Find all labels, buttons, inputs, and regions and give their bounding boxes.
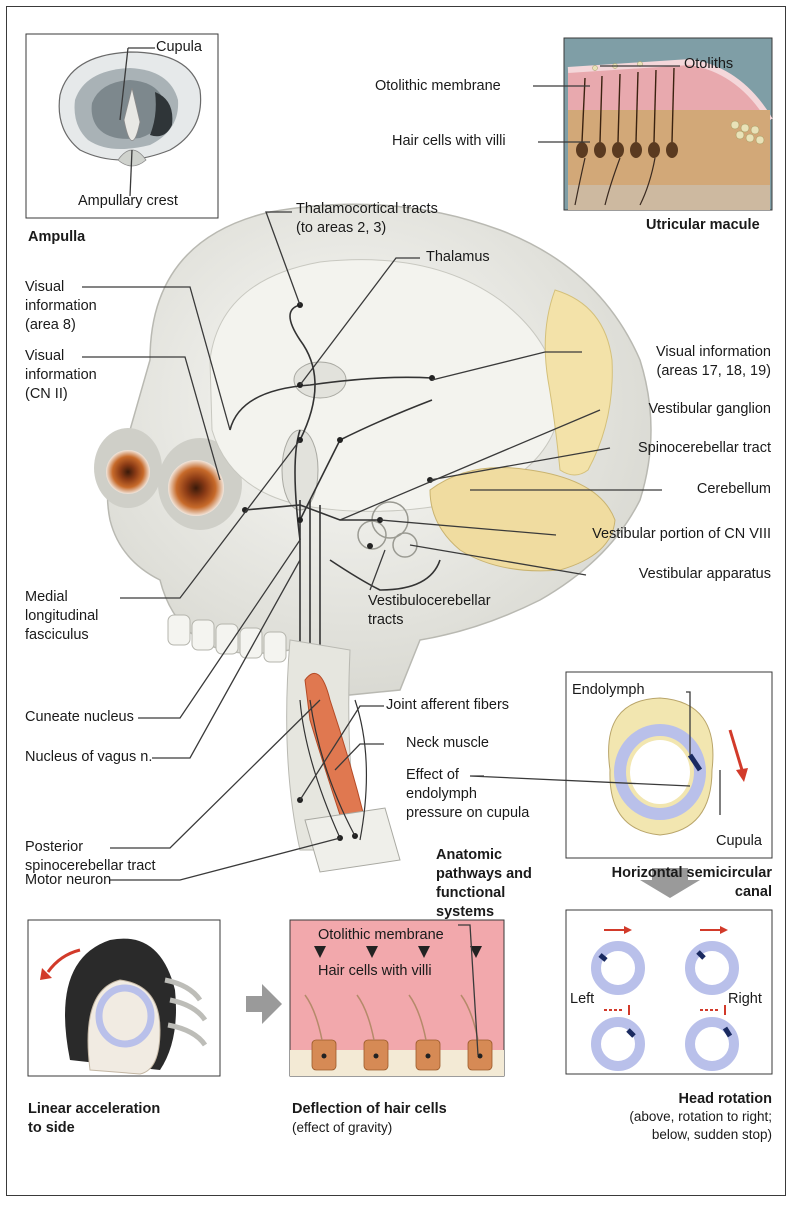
label-effect-2: endolymph: [406, 785, 477, 804]
caption-anatomic-2: pathways and: [436, 865, 532, 884]
note-head-rotation-2: below, sudden stop): [652, 1126, 772, 1144]
label-hair-cells-deflection: Hair cells with villi: [318, 962, 432, 981]
caption-ampulla: Ampulla: [28, 228, 85, 247]
label-visual-cn2-3: (CN II): [25, 385, 68, 404]
label-visual-area8-1: Visual: [25, 278, 64, 297]
label-joint-afferent: Joint afferent fibers: [386, 696, 509, 715]
caption-linear-2: to side: [28, 1119, 75, 1138]
label-otolithic-membrane: Otolithic membrane: [375, 77, 501, 96]
label-mlf-1: Medial: [25, 588, 68, 607]
caption-head-rotation: Head rotation: [679, 1090, 772, 1109]
label-hair-cells-villi: Hair cells with villi: [392, 132, 506, 151]
label-otolithic-membrane-deflection: Otolithic membrane: [318, 926, 444, 945]
label-motor-neuron: Motor neuron: [25, 871, 111, 890]
label-vestibular-ganglion: Vestibular ganglion: [648, 400, 771, 419]
label-thalamocortical-1: Thalamocortical tracts: [296, 200, 438, 219]
label-right: Right: [728, 990, 762, 1009]
label-cupula-ampulla: Cupula: [156, 38, 202, 57]
caption-anatomic-4: systems: [436, 903, 494, 922]
label-visual-area8-3: (area 8): [25, 316, 76, 335]
label-cupula-canal: Cupula: [716, 832, 762, 851]
label-vestibulocerebellar-1: Vestibulocerebellar: [368, 592, 491, 611]
label-spinocerebellar: Spinocerebellar tract: [638, 439, 771, 458]
label-neck-muscle: Neck muscle: [406, 734, 489, 753]
gray-arrow-right: [246, 984, 282, 1024]
caption-utricular-macule: Utricular macule: [646, 216, 760, 235]
caption-horizontal-1: Horizontal semicircular: [612, 864, 772, 883]
label-visual-area8-2: information: [25, 297, 97, 316]
note-deflection: (effect of gravity): [292, 1119, 392, 1137]
label-otoliths: Otoliths: [684, 55, 733, 74]
label-endolymph: Endolymph: [572, 681, 645, 700]
label-effect-3: pressure on cupula: [406, 804, 529, 823]
caption-horizontal-2: canal: [735, 883, 772, 902]
label-posterior-1: Posterior: [25, 838, 83, 857]
label-mlf-2: longitudinal: [25, 607, 98, 626]
linear-acceleration-illustration: [28, 920, 220, 1076]
label-mlf-3: fasciculus: [25, 626, 89, 645]
caption-anatomic-3: functional: [436, 884, 505, 903]
label-visual-cn2-2: information: [25, 366, 97, 385]
label-visual-17-1: Visual information: [656, 343, 771, 362]
note-head-rotation-1: (above, rotation to right;: [629, 1108, 772, 1126]
caption-anatomic-1: Anatomic: [436, 846, 502, 865]
label-thalamus: Thalamus: [426, 248, 490, 267]
ampulla-illustration: [26, 34, 218, 218]
label-left: Left: [570, 990, 594, 1009]
label-cerebellum: Cerebellum: [697, 480, 771, 499]
label-ampullary-crest: Ampullary crest: [78, 192, 178, 211]
caption-deflection: Deflection of hair cells: [292, 1100, 447, 1119]
label-thalamocortical-2: (to areas 2, 3): [296, 219, 386, 238]
label-vestibular-cn8: Vestibular portion of CN VIII: [592, 525, 771, 544]
caption-linear-1: Linear acceleration: [28, 1100, 160, 1119]
label-vestibulocerebellar-2: tracts: [368, 611, 403, 630]
label-visual-17-2: (areas 17, 18, 19): [657, 362, 771, 381]
label-vestibular-apparatus: Vestibular apparatus: [639, 565, 771, 584]
label-visual-cn2-1: Visual: [25, 347, 64, 366]
label-effect-1: Effect of: [406, 766, 459, 785]
utricular-macule-illustration: [564, 38, 772, 210]
label-cuneate: Cuneate nucleus: [25, 708, 134, 727]
label-vagus: Nucleus of vagus n.: [25, 748, 152, 767]
